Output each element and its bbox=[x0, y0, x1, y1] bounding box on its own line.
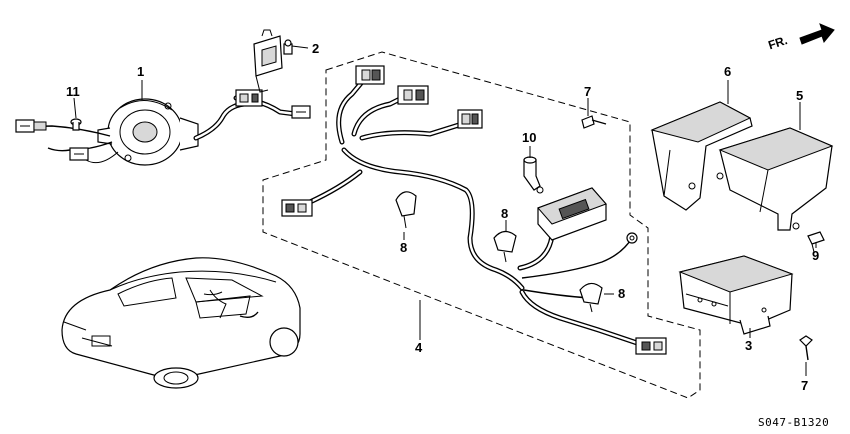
harness-connector-top-2 bbox=[397, 85, 429, 105]
callout-7-top: 7 bbox=[584, 84, 591, 99]
leader-lines bbox=[73, 45, 817, 376]
sensor-10 bbox=[523, 156, 544, 194]
callout-9: 9 bbox=[812, 248, 819, 263]
front-arrow-icon bbox=[799, 23, 835, 45]
callout-5: 5 bbox=[796, 88, 803, 103]
bolt-7-bottom bbox=[799, 335, 813, 361]
front-direction-indicator: FR. bbox=[766, 23, 835, 52]
callout-2: 2 bbox=[312, 41, 319, 56]
nut-9 bbox=[807, 231, 825, 253]
callout-10: 10 bbox=[522, 130, 536, 145]
clip-8-middle bbox=[493, 230, 517, 263]
srs-main-harness bbox=[307, 79, 643, 347]
harness-connector-bottom bbox=[635, 337, 667, 355]
diagram-code: S047-B1320 bbox=[758, 416, 829, 429]
cable-reel bbox=[97, 98, 199, 166]
harness-connector-left bbox=[281, 199, 313, 217]
clip-8-right bbox=[579, 282, 603, 313]
callout-7-bottom: 7 bbox=[801, 378, 808, 393]
callout-6: 6 bbox=[724, 64, 731, 79]
lid-5 bbox=[716, 127, 834, 231]
cable-reel-connector-left bbox=[15, 119, 47, 133]
bolt-11 bbox=[70, 118, 82, 131]
harness-assembly-boundary bbox=[262, 51, 701, 399]
clip-8-left bbox=[395, 191, 417, 229]
cable-reel-connector-lower bbox=[69, 147, 89, 161]
callout-11: 11 bbox=[66, 84, 80, 99]
harness-connector-ecu bbox=[537, 187, 607, 241]
callout-1: 1 bbox=[137, 64, 144, 79]
cover-6 bbox=[650, 101, 753, 211]
callout-8-left: 8 bbox=[400, 240, 407, 255]
harness-connector-top-1 bbox=[355, 65, 385, 85]
cable-reel-wire-lower bbox=[85, 151, 119, 164]
direction-label: FR. bbox=[766, 33, 789, 52]
callout-4: 4 bbox=[415, 340, 423, 355]
connector-holder bbox=[253, 29, 293, 93]
callout-8-middle: 8 bbox=[501, 206, 508, 221]
cable-reel-connector-right bbox=[235, 89, 311, 119]
callout-3: 3 bbox=[745, 338, 752, 353]
harness-connector-top-3 bbox=[457, 109, 483, 129]
ground-terminal bbox=[626, 232, 638, 244]
bolt-7-top bbox=[581, 115, 607, 129]
callout-8-right: 8 bbox=[618, 286, 625, 301]
car-location-illustration bbox=[61, 257, 301, 389]
srs-control-unit bbox=[678, 255, 794, 335]
